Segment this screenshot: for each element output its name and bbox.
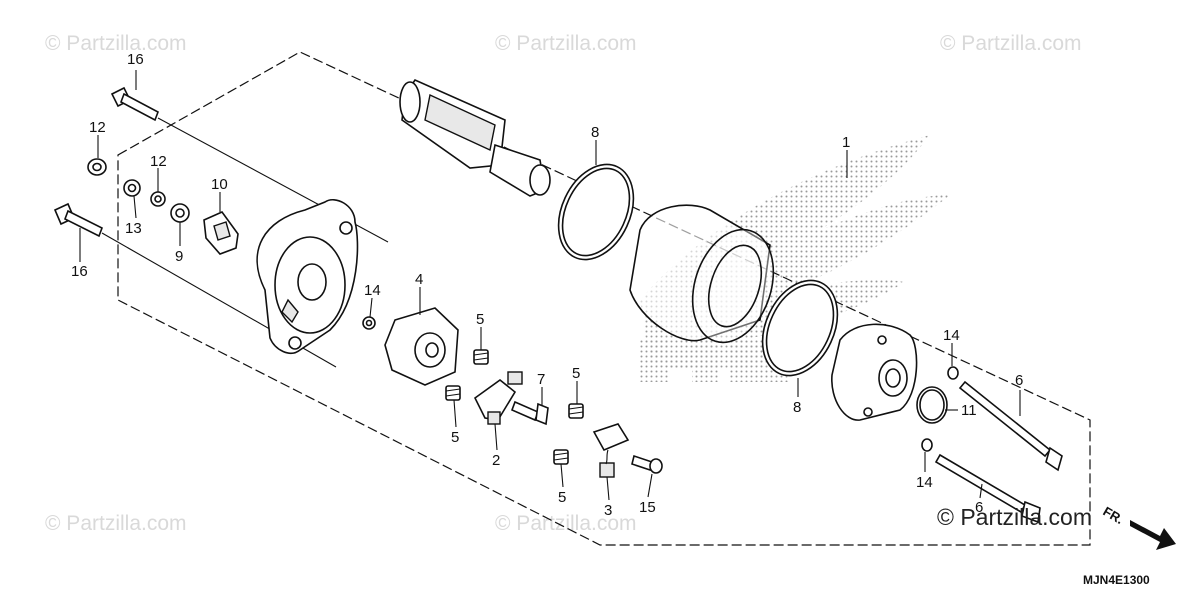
o-ring-8-lower — [761, 279, 839, 377]
leader-5-d — [560, 463, 564, 488]
callout-6: 6 — [1015, 372, 1023, 389]
callout-14-right-lower: 14 — [916, 474, 933, 491]
spring-5-c — [568, 403, 584, 419]
callout-12-upper: 12 — [89, 119, 106, 136]
long-bolt-6-upper — [958, 380, 1063, 472]
screw-15 — [631, 454, 663, 474]
brush-plate-2 — [473, 371, 523, 425]
spring-5-a — [473, 349, 489, 365]
callout-5-c: 5 — [572, 365, 580, 382]
washer-14-right-lower — [921, 438, 933, 452]
callout-13: 11 — [961, 402, 977, 419]
callout-11: 12 — [150, 153, 167, 170]
leader-5-b — [453, 399, 457, 428]
front-marker-label: FR. — [1101, 504, 1127, 527]
front-arrow-icon — [1130, 520, 1176, 550]
leader-15 — [647, 473, 653, 498]
nut-12-upper — [87, 158, 107, 176]
leader-2 — [494, 423, 498, 451]
callout-12-lower: 13 — [125, 220, 142, 237]
spring-5-b — [445, 385, 461, 401]
callout-9: 9 — [175, 248, 183, 265]
callout-1: 1 — [842, 134, 850, 151]
leader-6-lower — [979, 483, 983, 499]
assembly-boundary — [117, 51, 1091, 546]
rear-cover — [256, 198, 359, 354]
callout-3: 3 — [604, 502, 612, 519]
callout-16-upper: 16 — [127, 51, 144, 68]
callout-14-left: 14 — [364, 282, 381, 299]
callout-16-lower: 16 — [71, 263, 88, 280]
watermark-top-center: © Partzilla.com — [495, 32, 637, 55]
callout-8-upper: 8 — [591, 124, 599, 141]
leader-14-left — [369, 297, 373, 318]
watermark-bottom-left: © Partzilla.com — [45, 512, 187, 535]
leader-12-lower — [133, 195, 137, 219]
watermark-bottom-center: © Partzilla.com — [495, 512, 637, 535]
watermark-top-left: © Partzilla.com — [45, 32, 187, 55]
washer-14-left — [362, 316, 376, 330]
callout-7: 7 — [537, 371, 545, 388]
callout-4: 4 — [415, 271, 423, 288]
callout-5-a: 5 — [476, 311, 484, 328]
watermark-bottom-right: © Partzilla.com — [937, 504, 1092, 530]
leader-3 — [606, 476, 610, 501]
brush-holder-4 — [384, 307, 459, 386]
front-direction-arrow: FR. — [1101, 504, 1176, 550]
armature — [399, 78, 551, 197]
callout-6-lower: 6 — [975, 499, 983, 516]
o-ring-8-upper — [557, 163, 635, 261]
front-cover — [831, 323, 918, 421]
bolt-7 — [510, 400, 549, 426]
washer-11 — [150, 191, 166, 207]
bolt-16-upper — [110, 86, 159, 122]
callout-5-b: 5 — [451, 429, 459, 446]
callout-5-d: 5 — [558, 489, 566, 506]
grommet-9 — [170, 203, 190, 223]
brush-set-3 — [592, 423, 630, 478]
long-bolt-6-lower — [934, 453, 1041, 524]
callout-10: 10 — [211, 176, 228, 193]
motor-case-1 — [629, 204, 775, 344]
callout-2: 2 — [492, 452, 500, 469]
callout-14-right-upper: 14 — [943, 327, 960, 344]
diagram-code: MJN4E1300 — [1083, 573, 1150, 587]
nut-12-lower — [123, 179, 141, 197]
watermark-top-right: © Partzilla.com — [940, 32, 1082, 55]
callout-15: 15 — [639, 499, 656, 516]
washer-14-right-upper — [947, 366, 959, 380]
callout-8-lower: 8 — [793, 399, 801, 416]
bolt-16-lower — [53, 202, 104, 238]
terminal-10 — [203, 211, 239, 255]
spring-5-d — [553, 449, 569, 465]
o-ring-13 — [916, 386, 948, 424]
